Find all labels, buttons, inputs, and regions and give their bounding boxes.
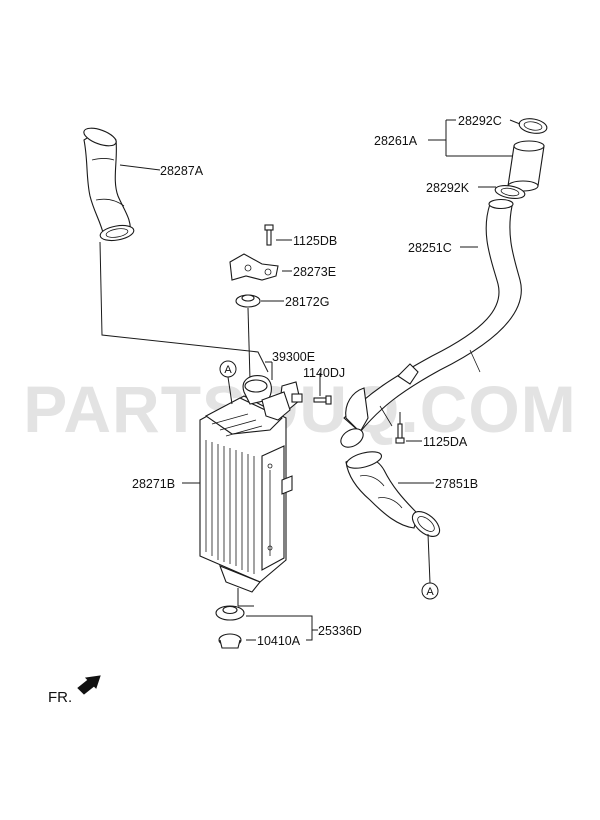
bracket-28273E[interactable] bbox=[229, 253, 279, 281]
label-28287A: 28287A bbox=[160, 164, 204, 178]
hose-27851B[interactable] bbox=[345, 449, 444, 542]
bolt-1125DB[interactable] bbox=[264, 224, 274, 246]
label-28261A: 28261A bbox=[374, 134, 418, 148]
svg-text:A: A bbox=[224, 364, 232, 376]
nut-10410A[interactable] bbox=[218, 633, 242, 649]
callout-marker-a-right: A bbox=[421, 582, 439, 600]
label-28251C: 28251C bbox=[408, 241, 452, 255]
grommet-28172G[interactable] bbox=[235, 294, 261, 308]
front-arrow-icon bbox=[77, 675, 101, 695]
bolt-1140DJ[interactable] bbox=[313, 395, 332, 405]
intercooler-28271B[interactable] bbox=[199, 375, 293, 593]
hose-28261A[interactable] bbox=[507, 140, 545, 192]
label-39300E: 39300E bbox=[272, 350, 315, 364]
pipe-28251C[interactable] bbox=[338, 198, 522, 451]
label-28292K: 28292K bbox=[426, 181, 470, 195]
callout-marker-a-left: A bbox=[219, 360, 237, 378]
label-28273E: 28273E bbox=[293, 265, 336, 279]
insulator-25336D[interactable] bbox=[215, 605, 245, 621]
air-inlet-hose-28287A[interactable] bbox=[82, 125, 135, 243]
watermark: PARTSOUQ.COM bbox=[23, 372, 576, 446]
label-28292C: 28292C bbox=[458, 114, 502, 128]
label-27851B: 27851B bbox=[435, 477, 478, 491]
label-10410A: 10410A bbox=[257, 634, 301, 648]
label-25336D: 25336D bbox=[318, 624, 362, 638]
clamp-28292C[interactable] bbox=[518, 117, 548, 136]
front-direction-indicator: FR. bbox=[48, 675, 101, 706]
label-28172G: 28172G bbox=[285, 295, 329, 309]
label-1125DA: 1125DA bbox=[423, 435, 468, 449]
clamp-28292K[interactable] bbox=[494, 183, 526, 200]
label-28271B: 28271B bbox=[132, 477, 175, 491]
svg-text:A: A bbox=[426, 586, 434, 598]
front-label: FR. bbox=[48, 689, 72, 706]
label-1140DJ: 1140DJ bbox=[303, 366, 345, 380]
label-1125DB: 1125DB bbox=[293, 234, 337, 248]
